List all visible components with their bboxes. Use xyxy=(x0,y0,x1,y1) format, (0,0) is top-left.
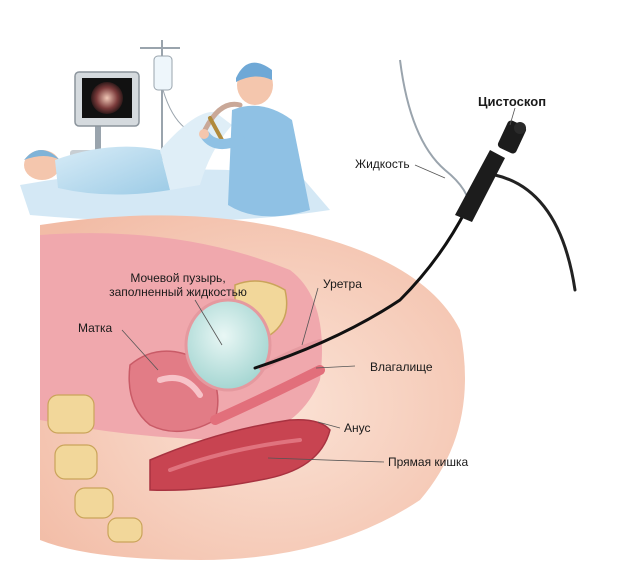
patient-head xyxy=(24,150,60,180)
label-bladder: Мочевой пузырь, заполненный жидкостью xyxy=(88,271,268,299)
vagina xyxy=(210,365,325,425)
label-urethra: Уретра xyxy=(323,277,362,291)
anatomy-section xyxy=(40,215,465,560)
patient xyxy=(24,101,243,195)
monitor-stand xyxy=(95,105,101,165)
bladder xyxy=(184,298,272,392)
label-uterus: Матка xyxy=(78,321,113,335)
label-vagina: Влагалище xyxy=(370,360,433,374)
label-rectum: Прямая кишка xyxy=(388,455,469,469)
patient-gown xyxy=(55,146,170,195)
stirrup xyxy=(208,116,224,142)
rectum xyxy=(149,418,331,492)
label-anus: Анус xyxy=(344,421,371,435)
label-fluid: Жидкость xyxy=(355,157,410,171)
leader-lines xyxy=(121,107,516,463)
doctor-scrubs xyxy=(228,105,310,217)
iv-bag xyxy=(153,55,173,91)
doctor-cap xyxy=(236,62,272,82)
light-cable xyxy=(493,173,577,292)
doctor xyxy=(199,62,310,217)
procedure-scene xyxy=(20,40,330,222)
patient-legs xyxy=(160,111,232,190)
scope-handle xyxy=(455,150,505,222)
label-cystoscope: Цистоскоп xyxy=(478,94,547,109)
sacrum xyxy=(47,394,143,543)
cystoscope xyxy=(253,59,577,370)
patient-cap xyxy=(24,150,60,160)
endoscopic-view xyxy=(91,82,123,114)
label-bladder-line1: Мочевой пузырь, xyxy=(130,271,226,285)
scope-shaft xyxy=(253,208,468,370)
label-bladder-line2: заполненный жидкостью xyxy=(109,285,247,299)
fluid-tube xyxy=(399,59,471,211)
